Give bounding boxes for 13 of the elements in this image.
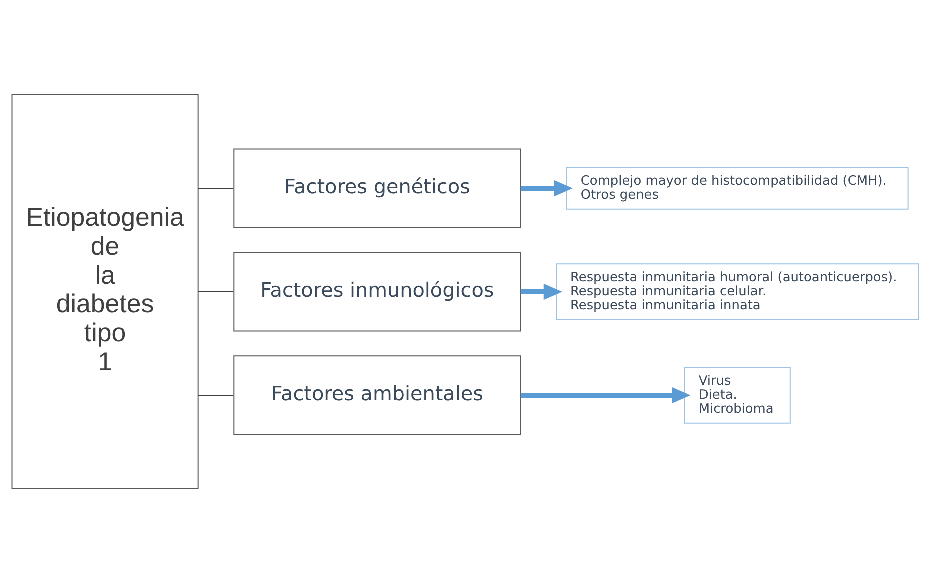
node-box: Factores ambientales (234, 355, 522, 435)
node-box: Complejo mayor de histocompatibilidad (CMH). Otros genes (566, 166, 909, 210)
node-box: Virus Dieta. Microbioma (684, 366, 791, 424)
node-box: Factores inmunológicos (234, 252, 522, 332)
connector (198, 291, 234, 292)
connector (198, 188, 234, 189)
node-box: Etiopatogenia de la diabetes tipo 1 (12, 94, 199, 490)
arrow (520, 283, 562, 300)
arrow (520, 386, 691, 404)
node-box: Respuesta inmunitaria humoral (autoanticuerpos). Respuesta inmunitaria celular. Respuesta inmunitaria innata (556, 263, 920, 320)
arrow (520, 180, 573, 196)
node-box: Factores genéticos (234, 148, 522, 228)
connector (198, 394, 234, 396)
